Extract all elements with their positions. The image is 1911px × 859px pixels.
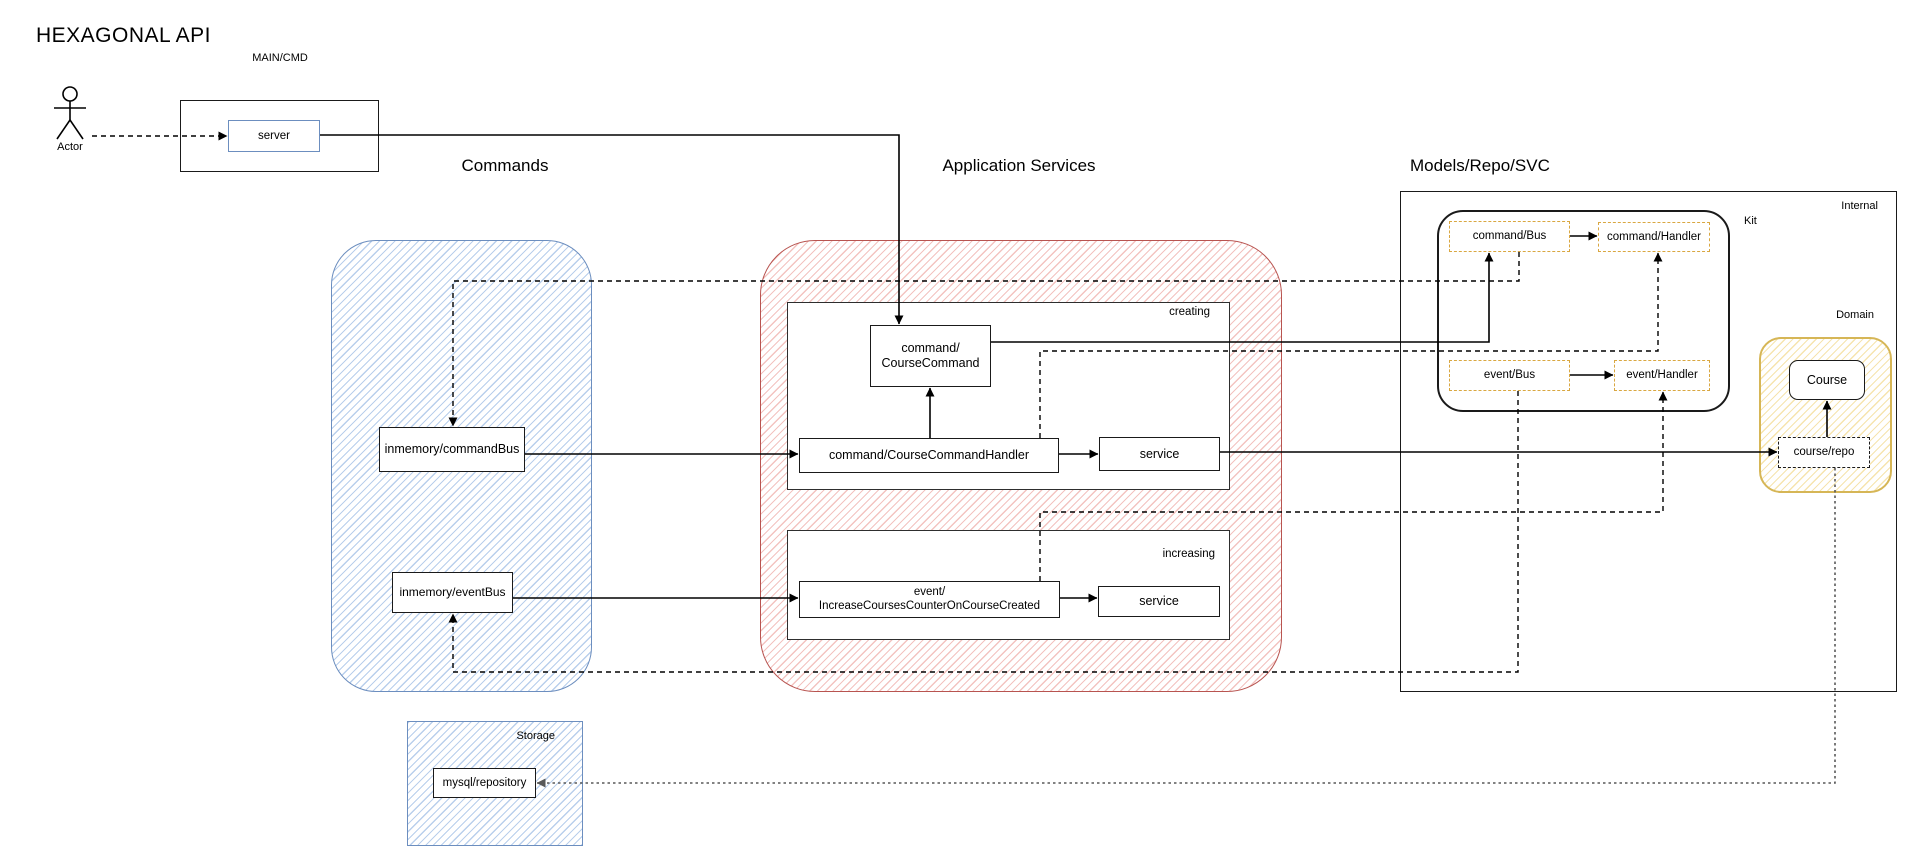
kit-command-bus-label: command/Bus (1472, 230, 1547, 242)
service-increasing-label: service (1139, 594, 1179, 608)
event-increase-line1: event/ (913, 586, 946, 598)
node-service-increasing[interactable]: service (1098, 586, 1220, 617)
service-creating-label: service (1139, 446, 1180, 461)
node-kit-event-handler[interactable]: event/Handler (1614, 360, 1710, 391)
commands-header: Commands (461, 156, 549, 175)
event-increase-line2: IncreaseCoursesCounterOnCourseCreated (818, 599, 1041, 612)
kit-event-bus-label: event/Bus (1483, 369, 1536, 381)
course-label: Course (1806, 372, 1848, 387)
inmemory-eventbus-label: inmemory/eventBus (399, 585, 506, 599)
node-inmemory-eventbus[interactable]: inmemory/eventBus (392, 572, 513, 613)
node-course-command[interactable]: command/ CourseCommand (870, 325, 991, 387)
page-title: HEXAGONAL API (36, 24, 211, 47)
node-mysql-repository[interactable]: mysql/repository (433, 768, 536, 798)
internal-label: Internal (1841, 200, 1878, 212)
server-node[interactable]: server (228, 120, 320, 152)
course-command-line2: CourseCommand (881, 356, 980, 370)
main-cmd-label: MAIN/CMD (252, 52, 308, 64)
node-inmemory-commandbus[interactable]: inmemory/commandBus (379, 427, 525, 472)
storage-label: Storage (516, 730, 555, 742)
node-service-creating[interactable]: service (1099, 437, 1220, 471)
server-label: server (258, 129, 290, 142)
node-kit-command-handler[interactable]: command/Handler (1598, 222, 1710, 252)
actor-label: Actor (57, 141, 83, 153)
actor-figure[interactable] (50, 85, 90, 141)
increasing-label: increasing (1162, 548, 1215, 560)
app-services-header: Application Services (942, 156, 1096, 175)
mysql-repository-label: mysql/repository (442, 776, 527, 789)
inmemory-commandbus-label: inmemory/commandBus (384, 442, 520, 456)
node-course-repo[interactable]: course/repo (1778, 437, 1870, 468)
node-kit-event-bus[interactable]: event/Bus (1449, 360, 1570, 391)
models-header: Models/Repo/SVC (1410, 156, 1550, 175)
creating-label: creating (1169, 306, 1210, 318)
kit-event-handler-label: event/Handler (1626, 369, 1698, 381)
domain-label: Domain (1836, 309, 1874, 321)
node-course[interactable]: Course (1789, 360, 1865, 400)
node-kit-command-bus[interactable]: command/Bus (1449, 221, 1570, 252)
course-command-line1: command/ (901, 341, 960, 355)
course-command-handler-label: command/CourseCommandHandler (828, 448, 1030, 462)
node-event-increase-handler[interactable]: event/ IncreaseCoursesCounterOnCourseCre… (799, 581, 1060, 618)
kit-command-handler-label: command/Handler (1607, 230, 1701, 243)
node-course-command-handler[interactable]: command/CourseCommandHandler (799, 438, 1059, 473)
course-repo-label: course/repo (1793, 446, 1855, 458)
kit-label: Kit (1744, 215, 1757, 227)
